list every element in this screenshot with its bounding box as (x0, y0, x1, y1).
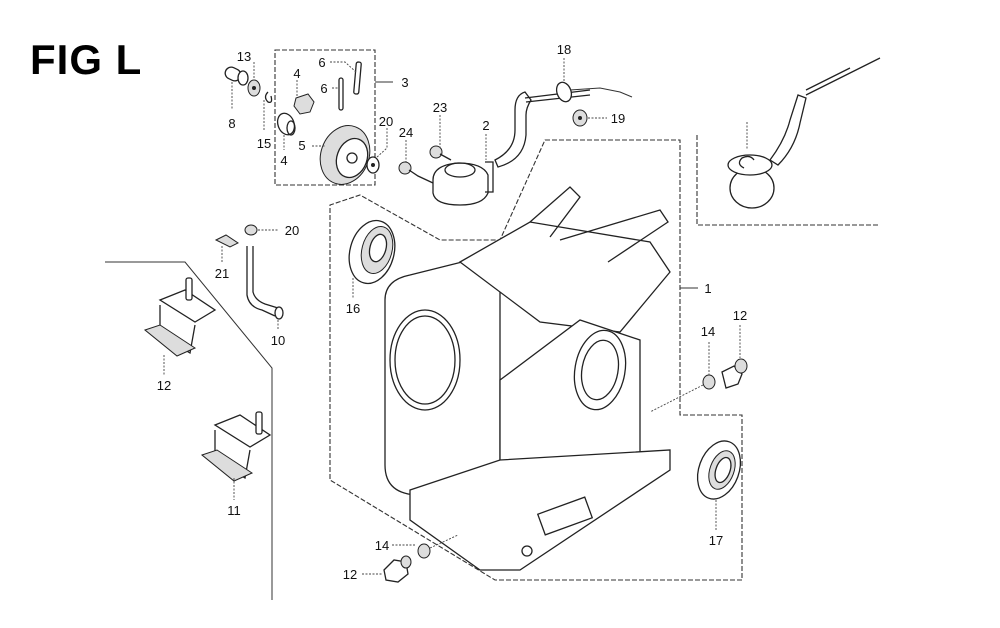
callout-6b[interactable]: 6 (320, 81, 327, 96)
leader-14a-ext (649, 384, 704, 413)
part-18-grommet[interactable] (554, 80, 574, 104)
callout-3[interactable]: 3 (401, 75, 408, 90)
callout-12b[interactable]: 12 (343, 567, 357, 582)
callout-19[interactable]: 19 (611, 111, 625, 126)
part-13-washer[interactable] (247, 79, 261, 97)
alt-switch-frame (696, 135, 880, 226)
leader-6a (330, 61, 357, 73)
callout-14b[interactable]: 14 (375, 538, 389, 553)
callout-20b[interactable]: 20 (285, 223, 299, 238)
part-4-slider[interactable] (275, 111, 298, 137)
part-24-alt-switch[interactable] (727, 57, 881, 209)
part-12-bolt-right[interactable] (721, 358, 748, 389)
callout-14a[interactable]: 14 (701, 324, 715, 339)
part-21-clip[interactable] (214, 234, 239, 248)
part-20-washer[interactable] (366, 156, 380, 174)
part-16-bearing[interactable] (342, 215, 401, 288)
callout-2[interactable]: 2 (482, 118, 489, 133)
leader-20a (375, 128, 388, 159)
callout-4a[interactable]: 4 (293, 66, 300, 81)
callout-23a[interactable]: 23 (433, 100, 447, 115)
callout-5[interactable]: 5 (298, 138, 305, 153)
callout-1[interactable]: 1 (704, 281, 711, 296)
callout-4b[interactable]: 4 (280, 153, 287, 168)
part-8-tube[interactable] (246, 246, 284, 320)
part-4-holder[interactable] (293, 93, 315, 115)
part-10-mount[interactable] (200, 411, 272, 482)
callout-12a[interactable]: 12 (733, 308, 747, 323)
part-17-oil-seal[interactable] (690, 435, 748, 505)
callout-15[interactable]: 15 (257, 136, 271, 151)
part-23-bolt-b[interactable] (398, 161, 434, 184)
part-14-washer-right[interactable] (702, 374, 716, 390)
part-6-pin-b[interactable] (338, 77, 344, 111)
part-15-clip[interactable] (264, 91, 273, 104)
part-1-crankcase[interactable] (384, 186, 671, 571)
callout-17[interactable]: 17 (709, 533, 723, 548)
callout-11[interactable]: 12 (157, 378, 171, 393)
callout-23b[interactable]: 24 (399, 125, 413, 140)
figure-title: FIG L (30, 36, 143, 83)
callout-7[interactable]: 8 (228, 116, 235, 131)
crankcase-frame (329, 139, 743, 581)
part-23-bolt-a[interactable] (429, 145, 452, 161)
callout-10[interactable]: 11 (227, 503, 241, 518)
callout-13[interactable]: 13 (237, 49, 251, 64)
leader-14b-ext (429, 534, 459, 549)
mount-frame-line (105, 261, 273, 600)
part-12-bolt-bottom[interactable] (383, 555, 412, 583)
callout-21[interactable]: 21 (215, 266, 229, 281)
callout-16[interactable]: 16 (346, 301, 360, 316)
part-2-oil-switch[interactable] (432, 89, 591, 206)
part-19-grommet[interactable] (572, 109, 588, 127)
part-5-gear[interactable] (312, 119, 378, 192)
part-6-pin-a[interactable] (353, 61, 362, 95)
callout-6a[interactable]: 6 (318, 55, 325, 70)
callout-18[interactable]: 18 (557, 42, 571, 57)
callout-20a[interactable]: 20 (379, 114, 393, 129)
part-14-washer-bottom[interactable] (417, 543, 431, 559)
wire-end (569, 87, 633, 98)
part-7-shaft[interactable] (223, 65, 249, 86)
callout-8[interactable]: 10 (271, 333, 285, 348)
governor-assembly-frame (274, 49, 376, 186)
part-11-mount[interactable] (143, 277, 217, 357)
part-20-nut[interactable] (244, 224, 258, 236)
